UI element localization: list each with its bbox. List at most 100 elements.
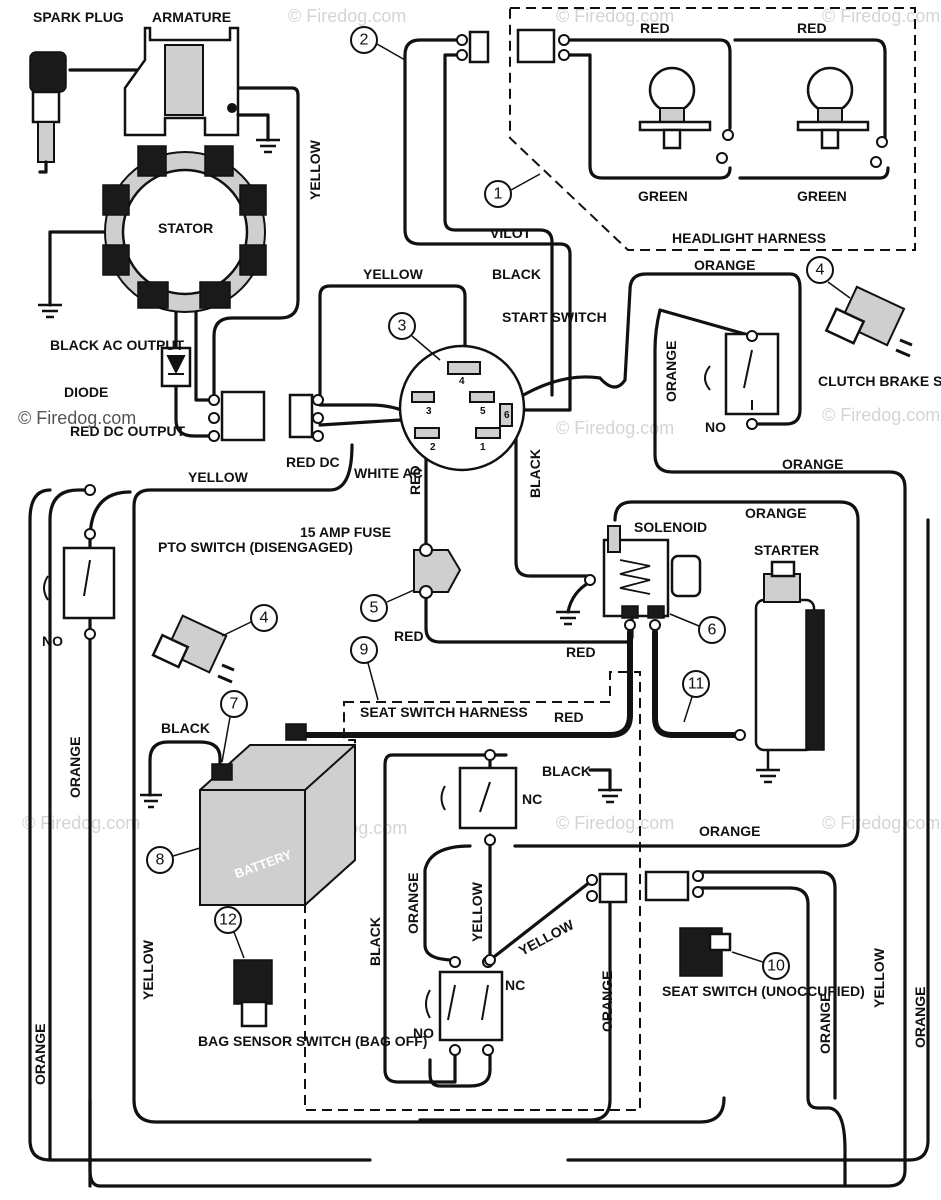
wire-labels: RED RED GREEN GREEN VILOT BLACK YELLOW O… <box>32 20 928 1085</box>
armature-coil <box>164 44 204 116</box>
switch-actuator <box>440 785 446 811</box>
seat-switch-wire-b <box>698 886 847 1188</box>
starter-pinion <box>763 573 801 603</box>
ground-icon <box>556 610 580 626</box>
callout-leader <box>376 43 406 61</box>
red-dc-output-label: RED DC OUTPUT <box>70 423 186 439</box>
wire-label-yellow: YELLOW <box>516 916 577 959</box>
callout-number: 4 <box>816 262 825 279</box>
callout-leader <box>683 696 693 723</box>
wire-label-black: BLACK <box>542 763 591 779</box>
red-fuse-solenoid <box>424 593 634 644</box>
terminal-number: 6 <box>504 410 510 421</box>
wire-label-orange: ORANGE <box>694 257 755 273</box>
wire-label-red-dc: RED DC <box>286 454 340 470</box>
pin <box>484 749 496 761</box>
callout-number: 8 <box>156 852 165 869</box>
wire-label-red: RED <box>566 644 596 660</box>
pin <box>584 574 596 586</box>
pin <box>558 49 570 61</box>
orange-solenoid-wire <box>513 500 860 848</box>
switch-actuator <box>425 989 431 1019</box>
pin <box>558 34 570 46</box>
black-nc-loop <box>383 753 508 1084</box>
contact-labels: NO NO NC NC NO <box>42 419 726 1041</box>
no-label: NO <box>413 1025 434 1041</box>
starter-shadow <box>805 609 825 751</box>
terminal-number: 5 <box>480 406 486 417</box>
solenoid-terminal <box>607 525 621 553</box>
switch-plunger <box>824 307 866 345</box>
seat-switch-label: SEAT SWITCH (UNOCCUPIED) <box>662 983 865 999</box>
stator-coil <box>137 281 169 309</box>
wire-label-orange: ORANGE <box>599 971 615 1032</box>
pin <box>484 834 496 846</box>
switch-actuator <box>43 575 49 601</box>
callouts: 1 2 3 4 4 5 6 7 8 9 10 11 <box>146 26 851 980</box>
orange-seat-side <box>418 898 612 1122</box>
watermark: © Firedog.com <box>822 6 940 26</box>
bulb-stem <box>820 128 840 150</box>
wire-label-yellow: YELLOW <box>140 939 156 1000</box>
solenoid-post <box>621 605 639 619</box>
bottom-orange-left <box>28 488 372 1162</box>
ground-icon <box>598 788 622 804</box>
watermark: © Firedog.com <box>556 6 674 26</box>
nc-label: NC <box>505 977 525 993</box>
engine-connector <box>208 390 324 442</box>
callout-circle <box>220 690 248 718</box>
armature-ground-lead <box>236 113 270 142</box>
bulb-glass <box>806 66 854 114</box>
bulb-stem <box>662 128 682 150</box>
solenoid-post <box>647 605 665 619</box>
ground-icon <box>140 793 162 809</box>
pin <box>312 430 324 442</box>
callout-leader <box>367 662 379 701</box>
watermark: © Firedog.com <box>822 813 940 833</box>
armature-terminal <box>227 103 237 113</box>
stator-center <box>121 168 249 296</box>
callout-leader <box>221 716 231 763</box>
spark-plug-hex <box>31 90 61 124</box>
switch-terminal <box>469 391 495 403</box>
wire-label-black: BLACK <box>527 449 543 498</box>
callout-number: 2 <box>360 32 369 49</box>
ground-icon <box>38 303 62 319</box>
pin <box>84 528 96 540</box>
pin <box>449 956 461 968</box>
pin <box>624 619 636 631</box>
callout-leader <box>510 173 541 191</box>
switch-terminal <box>475 427 501 439</box>
callout-leader <box>386 589 415 603</box>
battery: BATTERY <box>140 723 356 906</box>
pin <box>312 394 324 406</box>
pin <box>716 152 728 164</box>
callout-number: 5 <box>370 600 379 617</box>
clutch-switch-schematic <box>704 330 780 430</box>
pin <box>692 870 704 882</box>
fuse-body <box>413 549 462 593</box>
headlight-bulb <box>796 66 888 168</box>
spark-plug-label: SPARK PLUG <box>33 9 124 25</box>
pin <box>456 49 468 61</box>
wire-label-orange: ORANGE <box>817 993 833 1054</box>
pin <box>312 412 324 424</box>
switch-actuator <box>704 365 711 391</box>
stator-ground-wire <box>48 230 122 307</box>
spark-plug-electrode <box>38 160 48 174</box>
callout-number: 3 <box>398 318 407 335</box>
wire-label-green: GREEN <box>797 188 847 204</box>
pin <box>746 418 758 430</box>
terminal-number: 2 <box>430 442 436 453</box>
headlight-green-1 <box>566 53 732 180</box>
wire-label-yellow: YELLOW <box>469 881 485 942</box>
armature-yellow-wire <box>203 86 300 402</box>
stator-diode-wire <box>174 303 216 438</box>
wire-label-black: BLACK <box>367 917 383 966</box>
engine-plug-left <box>220 390 266 442</box>
pin <box>208 430 220 442</box>
switch-box <box>458 766 518 830</box>
switch-contact <box>743 349 753 410</box>
pin <box>484 954 496 966</box>
start-switch: 4 3 5 6 2 1 <box>398 344 526 472</box>
